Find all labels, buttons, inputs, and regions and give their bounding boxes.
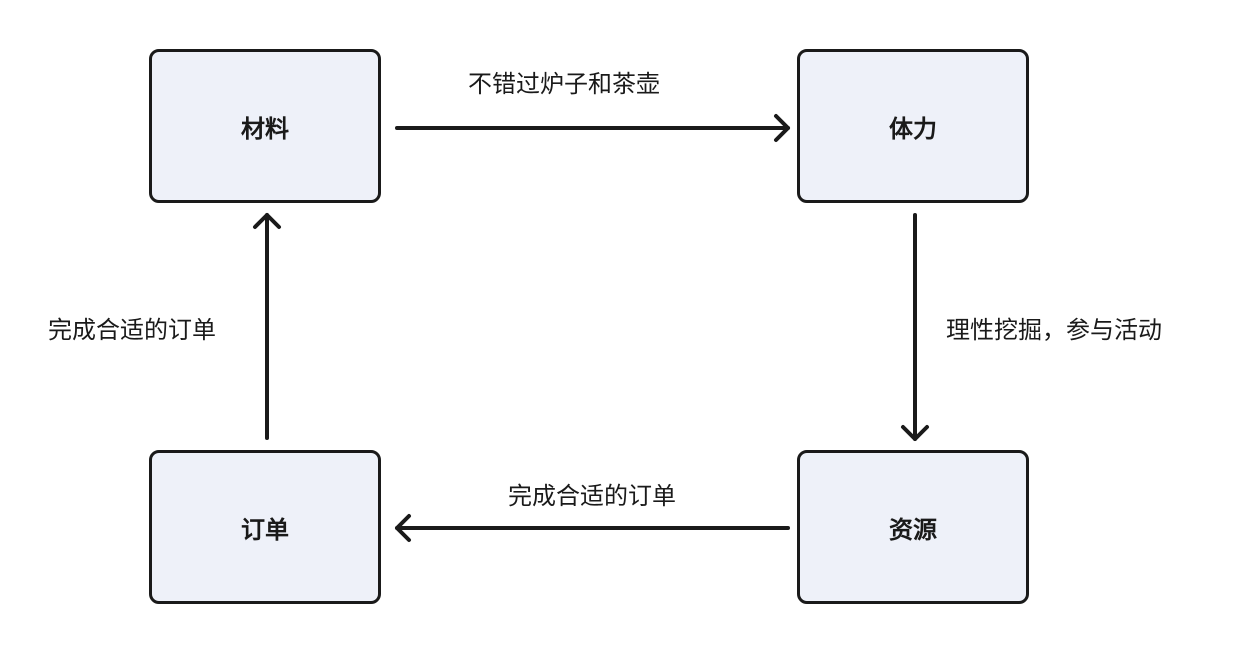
- node-materials: 材料: [149, 49, 381, 203]
- edge-label-resources-to-orders: 完成合适的订单: [508, 482, 676, 510]
- arrow-orders-to-materials: [253, 213, 281, 440]
- node-resources: 资源: [797, 450, 1029, 604]
- edge-label-orders-to-materials: 完成合适的订单: [48, 316, 216, 344]
- edge-label-stamina-to-resources: 理性挖掘，参与活动: [946, 316, 1162, 344]
- arrow-materials-to-stamina: [395, 114, 790, 142]
- node-orders: 订单: [149, 450, 381, 604]
- arrow-resources-to-orders: [395, 514, 790, 542]
- edge-label-materials-to-stamina: 不错过炉子和茶壶: [468, 70, 660, 98]
- arrow-stamina-to-resources: [901, 213, 929, 441]
- node-stamina: 体力: [797, 49, 1029, 203]
